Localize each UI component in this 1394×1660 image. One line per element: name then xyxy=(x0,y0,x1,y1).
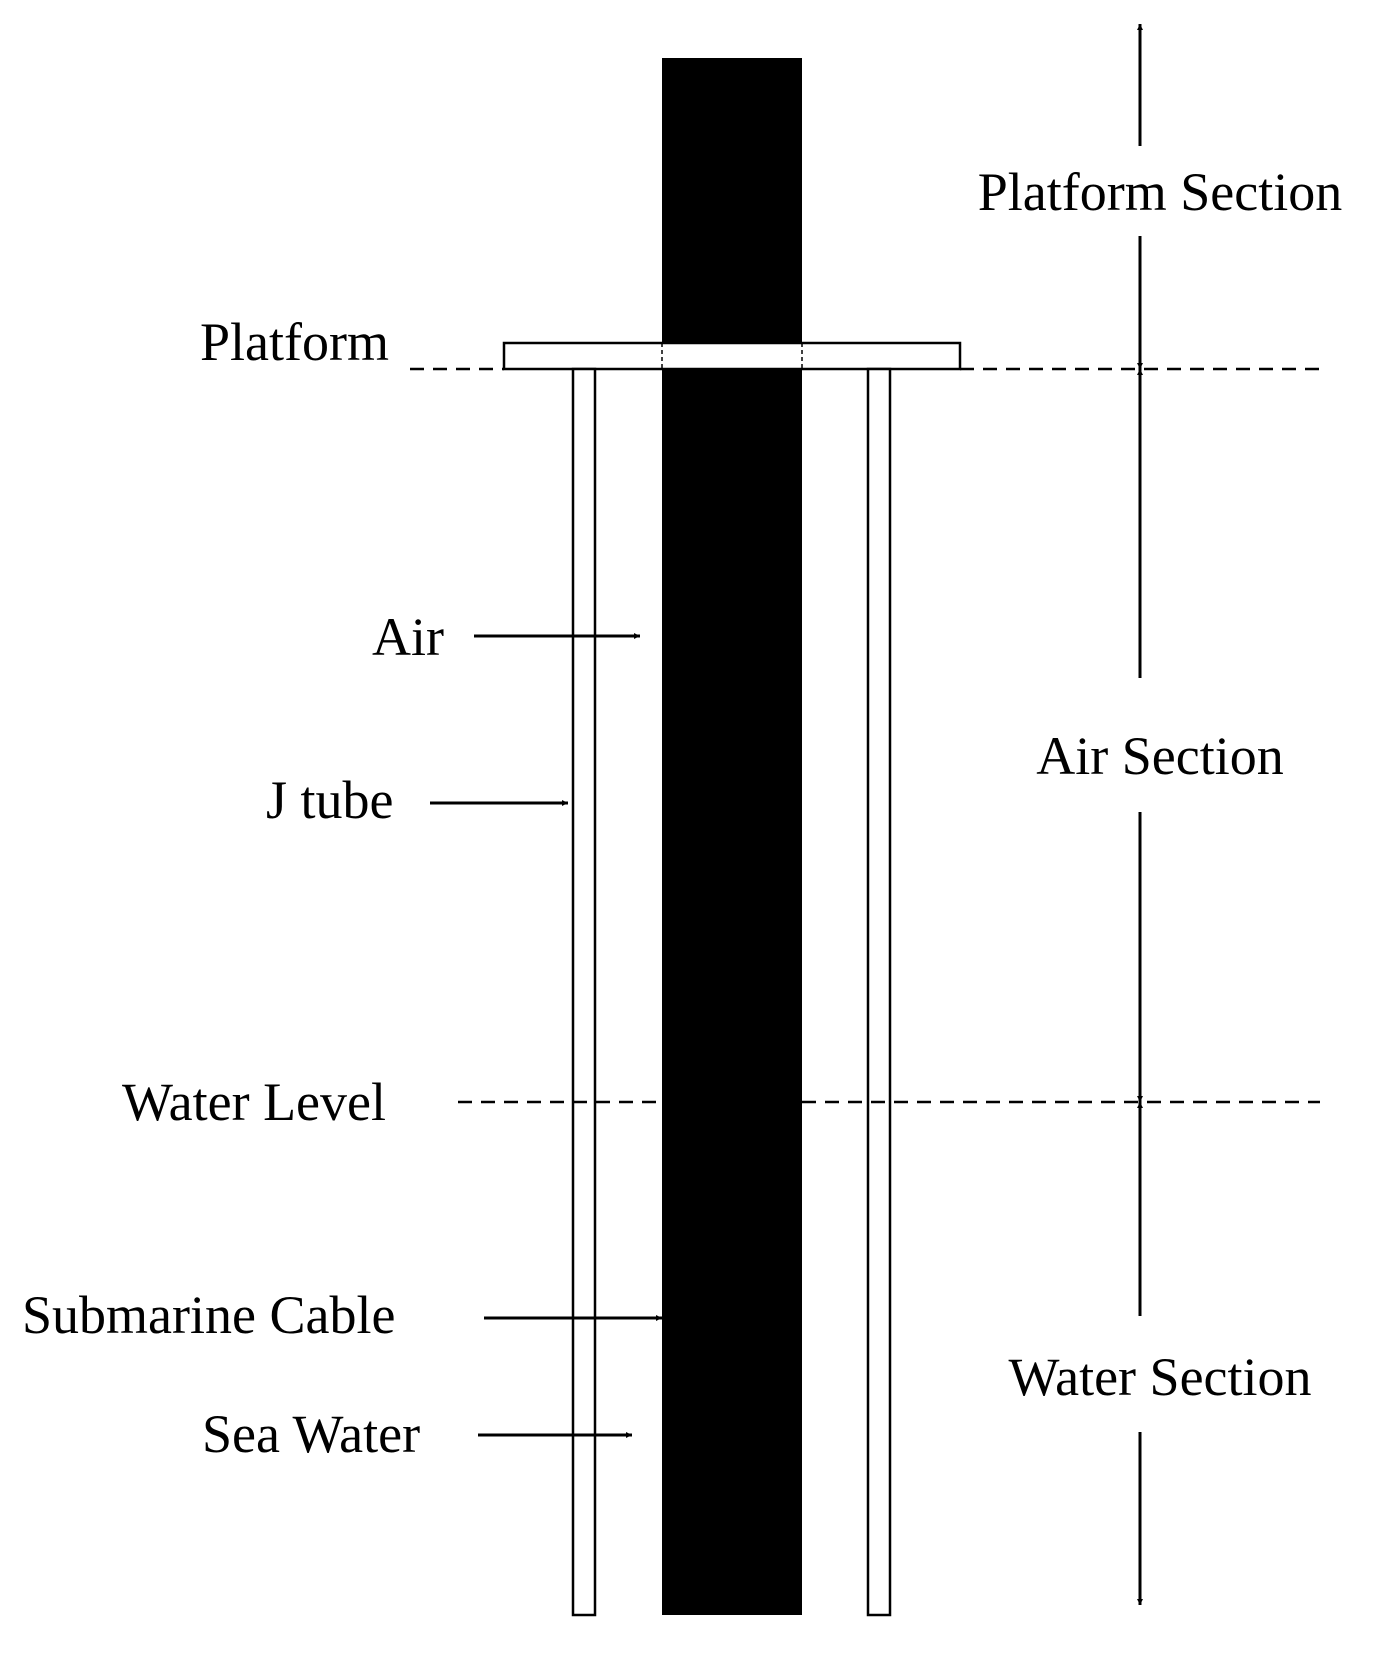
platform-section-label: Platform Section xyxy=(978,162,1342,222)
water-level-label: Water Level xyxy=(122,1072,386,1132)
submarine-cable-label: Submarine Cable xyxy=(22,1285,395,1345)
platform-deck xyxy=(502,341,962,371)
submarine-cable xyxy=(662,58,802,1615)
j-tube-right-wall xyxy=(866,367,892,1617)
water-section-label: Water Section xyxy=(1008,1347,1311,1407)
platform-label: Platform xyxy=(200,312,389,372)
j-tube-left-wall xyxy=(571,367,597,1617)
sea-water-label: Sea Water xyxy=(202,1404,420,1464)
j-tube-label: J tube xyxy=(266,770,394,830)
air-label: Air xyxy=(372,607,444,667)
air-section-label: Air Section xyxy=(1036,726,1283,786)
